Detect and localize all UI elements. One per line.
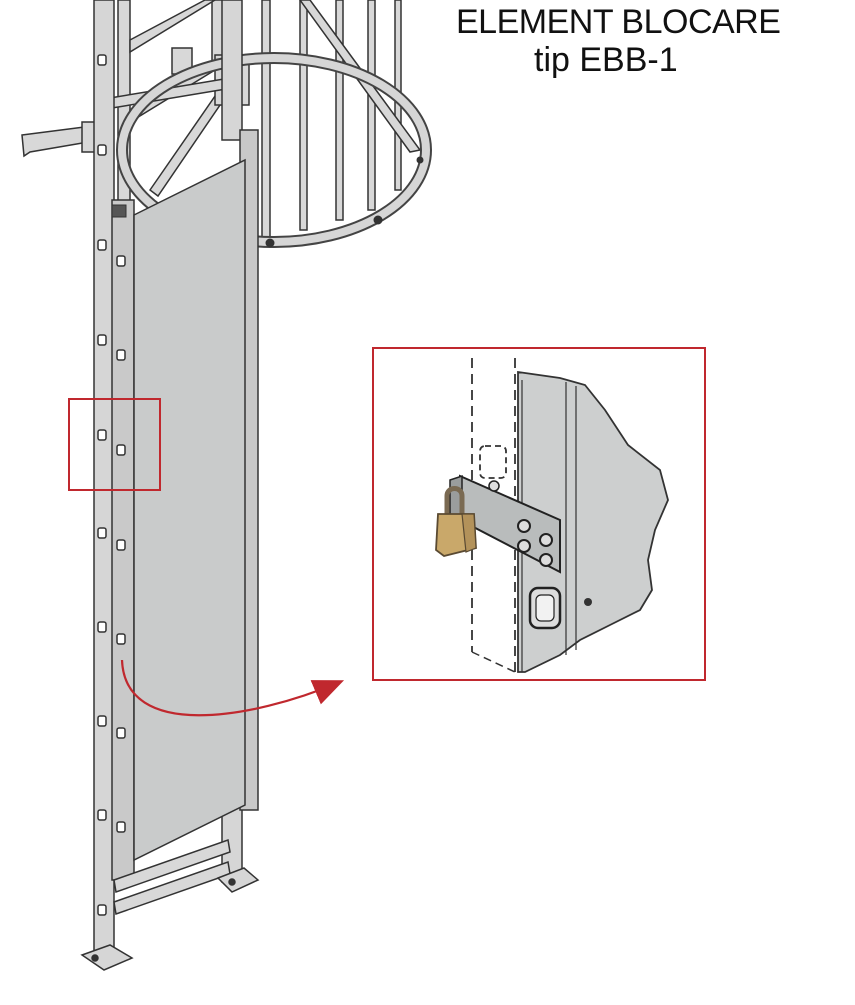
pointer-arrow [120, 659, 345, 717]
title-line-2: tip EBB-1 [534, 41, 678, 79]
diagram-title: ELEMENT BLOCARE tip EBB-1 [440, 4, 850, 78]
padlock [435, 486, 477, 557]
highlight-box [68, 398, 161, 491]
ladder-rungs [113, 838, 231, 916]
detail-inset [372, 347, 706, 681]
rail-holes [97, 54, 126, 916]
blocking-panel [111, 158, 246, 862]
title-line-1: ELEMENT BLOCARE [456, 3, 781, 41]
foot-plates [80, 867, 260, 971]
